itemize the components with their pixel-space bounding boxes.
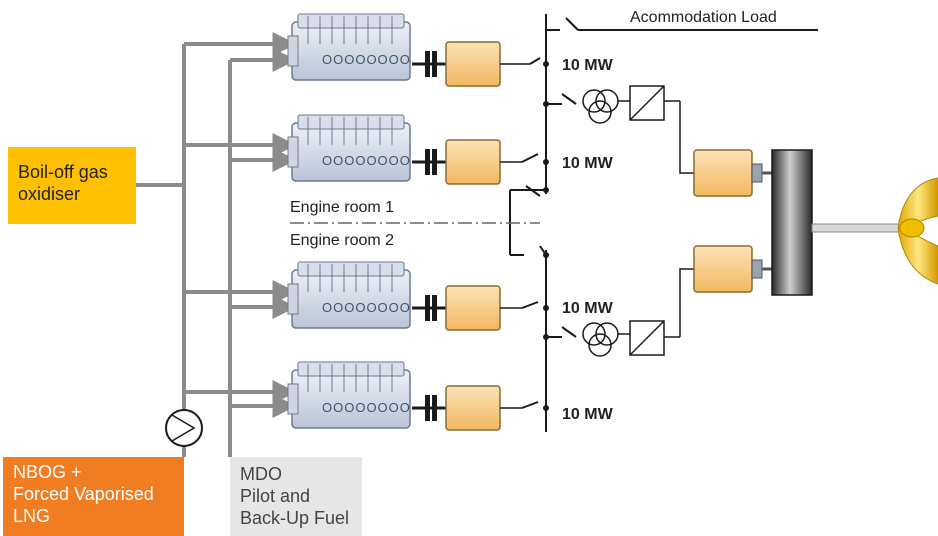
converter-lower-icon xyxy=(629,268,696,356)
power-label-4: 10 MW xyxy=(562,406,614,423)
boiloff-line-2: oxidiser xyxy=(18,184,81,204)
boil-off-gas-oxidiser-box: Boil-off gas oxidiser xyxy=(8,147,136,224)
nbog-line-1: NBOG + xyxy=(13,462,82,482)
compressor-icon xyxy=(165,409,203,447)
nbog-line-2: Forced Vaporised xyxy=(13,484,154,504)
mdo-line-3: Back-Up Fuel xyxy=(240,508,350,528)
svg-text:OOOOOOOO: OOOOOOOO xyxy=(322,300,411,315)
converter-upper-icon xyxy=(629,85,696,174)
nbog-line-3: LNG xyxy=(13,506,51,526)
generator-set-3 xyxy=(412,285,522,331)
power-label-3: 10 MW xyxy=(562,300,614,317)
power-label-1: 10 MW xyxy=(562,57,614,74)
svg-text:OOOOOOOO: OOOOOOOO xyxy=(322,400,411,415)
engine-3: OOOOOOOO xyxy=(287,261,411,329)
propeller-icon xyxy=(897,177,938,285)
generator-set-4 xyxy=(412,385,522,431)
mdo-line-2: Pilot and xyxy=(240,486,311,506)
engine-1: OOOOOOOO xyxy=(287,13,411,81)
generator-set-2 xyxy=(412,139,522,185)
power-label-2: 10 MW xyxy=(562,155,614,172)
engine-4: OOOOOOOO xyxy=(287,361,411,429)
svg-text:OOOOOOOO: OOOOOOOO xyxy=(322,52,411,67)
engine-2: OOOOOOOO xyxy=(287,114,411,182)
gearbox-drum xyxy=(771,149,903,296)
nbog-lng-box: NBOG + Forced Vaporised LNG xyxy=(3,457,184,536)
fuel-piping xyxy=(136,32,297,457)
mdo-fuel-box: MDO Pilot and Back-Up Fuel xyxy=(230,457,362,536)
accommodation-load-label: Acommodation Load xyxy=(630,9,777,26)
engine-room-1-label: Engine room 1 xyxy=(290,199,394,216)
engine-room-2-label: Engine room 2 xyxy=(290,232,394,249)
transformer-lower-icon xyxy=(582,322,630,357)
svg-text:OOOOOOOO: OOOOOOOO xyxy=(322,153,411,168)
propulsion-motor-lower xyxy=(693,245,772,293)
generator-set-1 xyxy=(412,41,530,87)
transformer-upper-icon xyxy=(582,89,630,124)
boiloff-line-1: Boil-off gas xyxy=(18,162,108,182)
bus-nodes xyxy=(543,61,549,411)
mdo-line-1: MDO xyxy=(240,464,282,484)
propulsion-motor-upper xyxy=(693,149,772,197)
